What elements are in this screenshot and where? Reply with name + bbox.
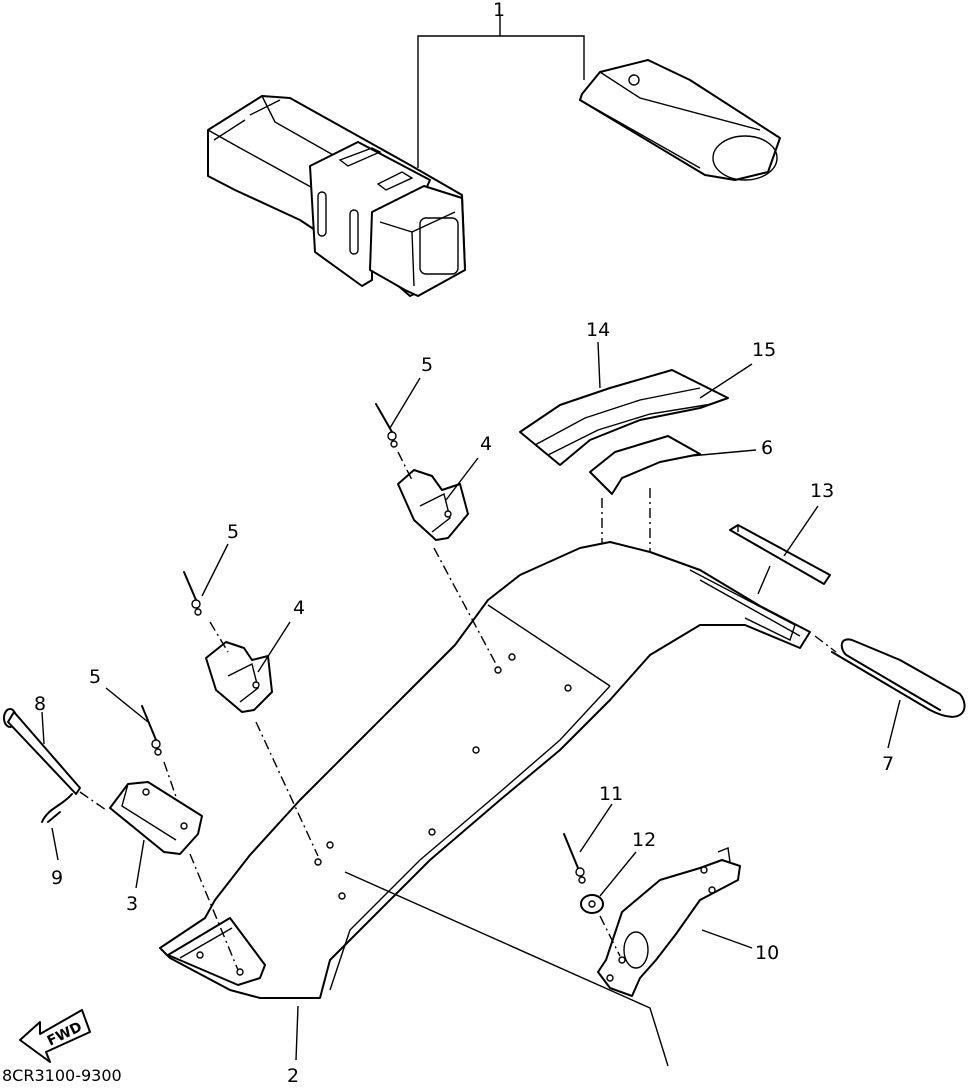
part-13-strip bbox=[729, 524, 831, 585]
callout-4b: 4 bbox=[293, 597, 305, 619]
callout-3: 3 bbox=[126, 893, 138, 915]
callout-14: 14 bbox=[586, 319, 610, 341]
callout-4a: 4 bbox=[480, 433, 492, 455]
part-8-pin bbox=[3, 708, 107, 811]
callout-5c: 5 bbox=[89, 666, 101, 688]
callout-13: 13 bbox=[810, 480, 834, 502]
part-3-hinge bbox=[109, 781, 239, 971]
fwd-arrow-icon: FWD bbox=[19, 1009, 91, 1063]
part-5-rivet-upper bbox=[375, 403, 413, 481]
part-11-rivet bbox=[563, 833, 586, 884]
part-2-fender bbox=[159, 541, 811, 1067]
part-4-clip-lower bbox=[205, 641, 319, 857]
callout-12: 12 bbox=[632, 829, 656, 851]
callout-15: 15 bbox=[752, 339, 776, 361]
part-6-pad bbox=[589, 435, 701, 495]
part-14-15-seat-pad bbox=[519, 369, 729, 466]
part-4-clip-upper bbox=[397, 469, 497, 665]
callout-2: 2 bbox=[287, 1065, 299, 1086]
part-1-bag-cover bbox=[207, 16, 781, 297]
callout-5b: 5 bbox=[227, 521, 239, 543]
callout-numbers: 1 2 3 4 4 5 5 5 6 7 8 9 10 11 12 13 14 1… bbox=[34, 0, 894, 1087]
leader-lines bbox=[41, 341, 901, 1061]
part-9-cotter bbox=[41, 793, 73, 823]
callout-11: 11 bbox=[599, 783, 623, 805]
callout-9: 9 bbox=[51, 867, 63, 889]
part-5-rivet-left bbox=[141, 705, 185, 821]
callout-1: 1 bbox=[493, 0, 505, 21]
callout-6: 6 bbox=[761, 437, 773, 459]
part-5-rivet-middle bbox=[183, 571, 229, 653]
callout-7: 7 bbox=[882, 753, 894, 775]
part-12-grommet bbox=[580, 894, 621, 957]
callout-8: 8 bbox=[34, 693, 46, 715]
callout-5a: 5 bbox=[421, 354, 433, 376]
part-10-bracket bbox=[597, 847, 741, 997]
diagram-reference-code: 8CR3100-9300 bbox=[2, 1066, 122, 1085]
callout-10: 10 bbox=[755, 942, 779, 964]
part-7-hook bbox=[814, 635, 966, 718]
